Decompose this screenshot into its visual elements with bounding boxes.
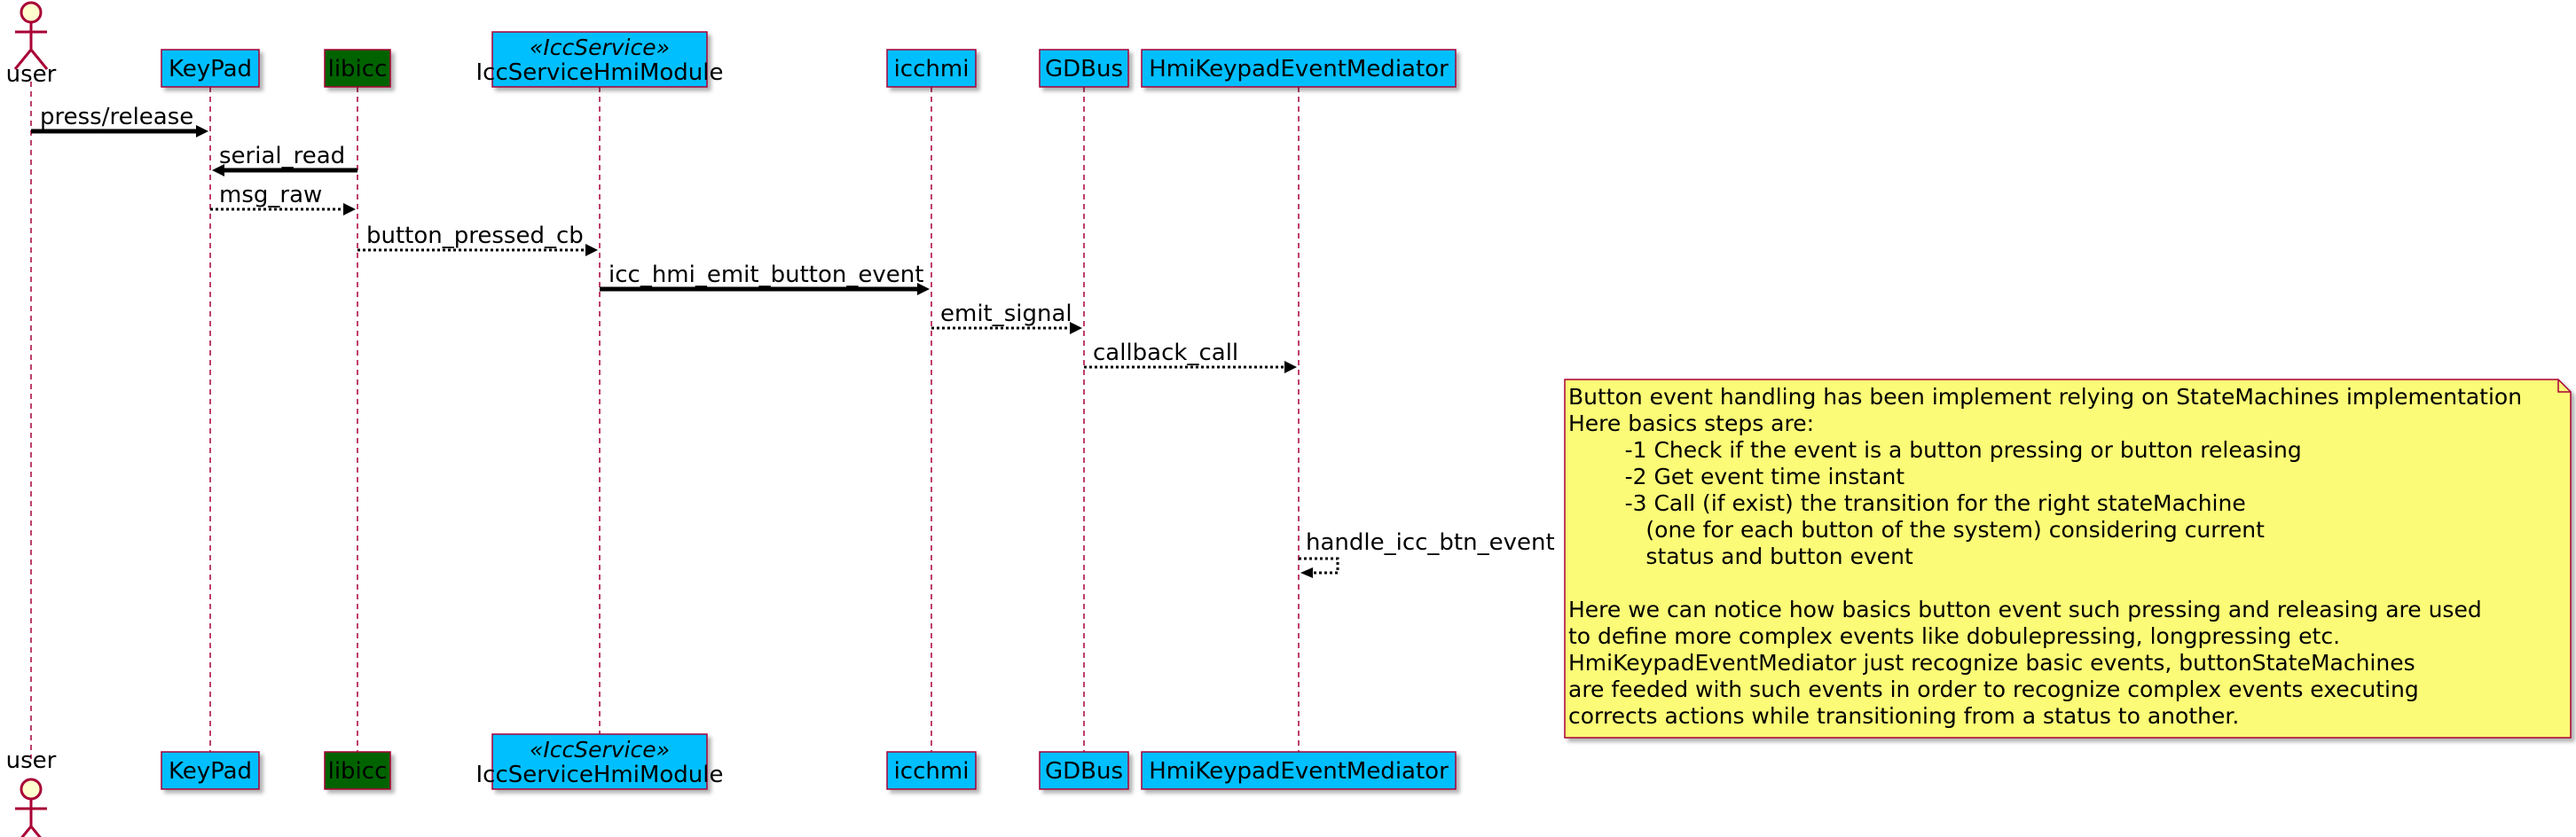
participant-mediator-top: HmiKeypadEventMediator bbox=[1141, 49, 1457, 88]
actor-user-top: user bbox=[6, 1, 57, 88]
participant-libicc-top: libicc bbox=[324, 49, 391, 88]
participant-label: IccServiceHmiModule bbox=[476, 762, 724, 788]
message-6: callback_call bbox=[1084, 340, 1297, 373]
message-7: handle_icc_btn_event bbox=[1299, 529, 1555, 578]
note-line: status and button event bbox=[1568, 544, 1913, 569]
participant-label: IccServiceHmiModule bbox=[476, 59, 724, 86]
arrowhead-icon bbox=[212, 164, 224, 176]
arrowhead-icon bbox=[343, 203, 356, 215]
participant-gdbus-top: GDBus bbox=[1039, 49, 1129, 88]
actor-icon bbox=[15, 778, 47, 837]
note: Button event handling has been implement… bbox=[1564, 379, 2572, 739]
participants-bottom: user KeyPad libicc «IccService»IccServiceHm… bbox=[6, 733, 1457, 837]
note-line: Button event handling has been implement… bbox=[1568, 384, 2522, 410]
note-fold bbox=[2557, 379, 2571, 393]
note-line: to define more complex events like dobul… bbox=[1568, 623, 2340, 649]
participant-icchmi-top: icchmi bbox=[886, 49, 977, 88]
messages: press/release serial_read msg_raw button_pr… bbox=[31, 104, 1555, 578]
participant-icchmi-bottom: icchmi bbox=[886, 751, 977, 790]
actor-user-bottom: user bbox=[6, 747, 57, 837]
participant-keypad-top: KeyPad bbox=[161, 49, 260, 88]
actor-icon bbox=[13, 1, 49, 70]
participant-label: libicc bbox=[328, 56, 388, 82]
participant-label: GDBus bbox=[1045, 758, 1123, 785]
arrowhead-icon bbox=[1284, 361, 1297, 373]
message-arrow bbox=[1299, 557, 1339, 575]
participant-keypad-bottom: KeyPad bbox=[161, 751, 260, 790]
message-label: serial_read bbox=[219, 143, 345, 169]
note-line: -2 Get event time instant bbox=[1568, 464, 1905, 489]
message-label: msg_raw bbox=[219, 182, 322, 208]
note-line: are feeded with such events in order to … bbox=[1568, 677, 2419, 702]
participant-label: icchmi bbox=[894, 758, 970, 785]
arrowhead-icon bbox=[1070, 322, 1082, 334]
message-1: serial_read bbox=[212, 143, 357, 176]
participant-stereotype: «IccService» bbox=[530, 737, 670, 763]
message-label: handle_icc_btn_event bbox=[1306, 529, 1555, 556]
note-box bbox=[1564, 379, 2572, 739]
message-label: icc_hmi_emit_button_event bbox=[609, 262, 923, 288]
participants-top: user KeyPad libicc «IccService»IccServiceHm… bbox=[6, 1, 1457, 88]
note-line: Here we can notice how basics button eve… bbox=[1568, 597, 2482, 622]
lifelines bbox=[30, 82, 1300, 759]
participant-label: libicc bbox=[328, 758, 388, 785]
participant-mediator-bottom: HmiKeypadEventMediator bbox=[1141, 751, 1457, 790]
participant-label: HmiKeypadEventMediator bbox=[1149, 56, 1449, 82]
arrowhead-icon bbox=[917, 283, 930, 295]
participant-stereotype: «IccService» bbox=[530, 35, 670, 60]
note-line: -3 Call (if exist) the transition for th… bbox=[1568, 490, 2246, 516]
note-line: Here basics steps are: bbox=[1568, 411, 1814, 436]
participant-label: user bbox=[6, 61, 57, 88]
arrowhead-icon bbox=[585, 244, 598, 256]
participant-gdbus-bottom: GDBus bbox=[1039, 751, 1129, 790]
message-label: press/release bbox=[40, 104, 193, 130]
note-line: HmiKeypadEventMediator just recognize ba… bbox=[1568, 650, 2415, 676]
participant-label: GDBus bbox=[1045, 56, 1123, 82]
participant-label: HmiKeypadEventMediator bbox=[1149, 758, 1449, 785]
message-2: msg_raw bbox=[210, 182, 356, 215]
arrowhead-icon bbox=[1300, 567, 1313, 578]
note-line: -1 Check if the event is a button pressi… bbox=[1568, 437, 2302, 463]
participant-libicc-bottom: libicc bbox=[324, 751, 391, 790]
message-label: emit_signal bbox=[940, 301, 1072, 327]
participant-iccservice-bottom: «IccService»IccServiceHmiModule bbox=[476, 733, 724, 790]
note-line: corrects actions while transitioning fro… bbox=[1568, 703, 2239, 729]
message-4: icc_hmi_emit_button_event bbox=[600, 262, 930, 295]
note-line: (one for each button of the system) cons… bbox=[1568, 517, 2265, 543]
message-label: button_pressed_cb bbox=[366, 223, 584, 249]
message-0: press/release bbox=[31, 104, 208, 137]
message-5: emit_signal bbox=[931, 301, 1082, 334]
participant-label: KeyPad bbox=[169, 758, 252, 785]
participant-label: icchmi bbox=[894, 56, 970, 82]
participant-iccservice-top: «IccService»IccServiceHmiModule bbox=[476, 31, 724, 88]
message-label: callback_call bbox=[1093, 340, 1238, 366]
participant-label: KeyPad bbox=[169, 56, 252, 82]
message-3: button_pressed_cb bbox=[357, 223, 598, 256]
arrowhead-icon bbox=[196, 125, 208, 137]
participant-label: user bbox=[6, 747, 57, 774]
